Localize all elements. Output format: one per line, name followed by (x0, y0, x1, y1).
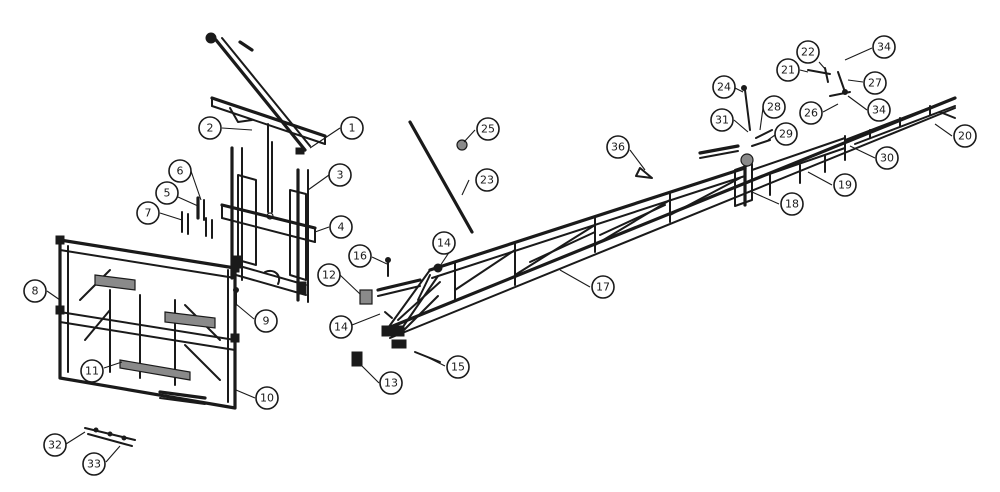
callout-31: 31 (710, 108, 734, 132)
callout-14-lower: 14 (329, 315, 353, 339)
svg-text:34: 34 (877, 41, 891, 54)
svg-text:32: 32 (48, 439, 62, 452)
svg-text:24: 24 (717, 81, 731, 94)
svg-text:15: 15 (451, 361, 465, 374)
callout-10: 10 (255, 386, 279, 410)
svg-text:9: 9 (263, 315, 270, 328)
mast-lift-frame (181, 141, 317, 306)
callout-28: 28 (762, 95, 786, 119)
svg-text:12: 12 (322, 269, 336, 282)
callout-3: 3 (328, 163, 352, 187)
callout-2: 2 (198, 116, 222, 140)
svg-text:19: 19 (838, 179, 852, 192)
callout-9: 9 (254, 309, 278, 333)
svg-text:14: 14 (437, 237, 451, 250)
svg-text:10: 10 (260, 392, 274, 405)
svg-text:28: 28 (767, 101, 781, 114)
callout-25: 25 (476, 117, 500, 141)
svg-text:3: 3 (337, 169, 344, 182)
callout-36: 36 (606, 135, 630, 159)
svg-text:36: 36 (611, 141, 625, 154)
svg-text:25: 25 (481, 123, 495, 136)
upper-link-assembly (205, 32, 327, 155)
svg-text:4: 4 (338, 221, 345, 234)
svg-text:14: 14 (334, 321, 348, 334)
callout-34-lower: 34 (867, 98, 891, 122)
callout-23: 23 (475, 168, 499, 192)
callout-6: 6 (168, 159, 192, 183)
svg-text:16: 16 (353, 250, 367, 263)
callout-22: 22 (796, 40, 820, 64)
callout-15: 15 (446, 355, 470, 379)
svg-text:29: 29 (779, 128, 793, 141)
callout-7: 7 (136, 201, 160, 225)
svg-text:7: 7 (145, 207, 152, 220)
callout-30: 30 (875, 146, 899, 170)
callout-32: 32 (43, 433, 67, 457)
callout-13: 13 (379, 371, 403, 395)
svg-text:31: 31 (715, 114, 729, 127)
svg-text:20: 20 (958, 130, 972, 143)
svg-text:5: 5 (164, 187, 171, 200)
callout-27: 27 (863, 71, 887, 95)
svg-text:34: 34 (872, 104, 886, 117)
callout-12: 12 (317, 263, 341, 287)
svg-text:17: 17 (596, 281, 610, 294)
svg-text:8: 8 (32, 285, 39, 298)
callout-24: 24 (712, 75, 736, 99)
callout-17: 17 (591, 275, 615, 299)
boom-assembly (381, 96, 957, 349)
svg-text:18: 18 (785, 198, 799, 211)
svg-text:30: 30 (880, 152, 894, 165)
svg-text:11: 11 (85, 365, 99, 378)
rear-center-frame (55, 235, 240, 410)
svg-text:6: 6 (177, 165, 184, 178)
svg-text:2: 2 (207, 122, 214, 135)
callout-29: 29 (774, 122, 798, 146)
svg-text:26: 26 (804, 107, 818, 120)
callout-16: 16 (348, 244, 372, 268)
callout-5: 5 (155, 181, 179, 205)
svg-text:22: 22 (801, 46, 815, 59)
svg-text:27: 27 (868, 77, 882, 90)
svg-text:21: 21 (781, 64, 795, 77)
svg-text:1: 1 (349, 122, 356, 135)
callout-21: 21 (776, 58, 800, 82)
svg-text:13: 13 (384, 377, 398, 390)
callout-33: 33 (82, 452, 106, 476)
callout-1: 1 (340, 116, 364, 140)
callout-26: 26 (799, 101, 823, 125)
callout-8: 8 (23, 279, 47, 303)
callout-20: 20 (953, 124, 977, 148)
callout-19: 19 (833, 173, 857, 197)
svg-text:23: 23 (480, 174, 494, 187)
callout-4: 4 (329, 215, 353, 239)
callout-11: 11 (80, 359, 104, 383)
svg-text:33: 33 (87, 458, 101, 471)
loose-parts (84, 67, 851, 447)
callout-18: 18 (780, 192, 804, 216)
callout-34-top: 34 (872, 35, 896, 59)
callout-14-boom: 14 (432, 231, 456, 255)
